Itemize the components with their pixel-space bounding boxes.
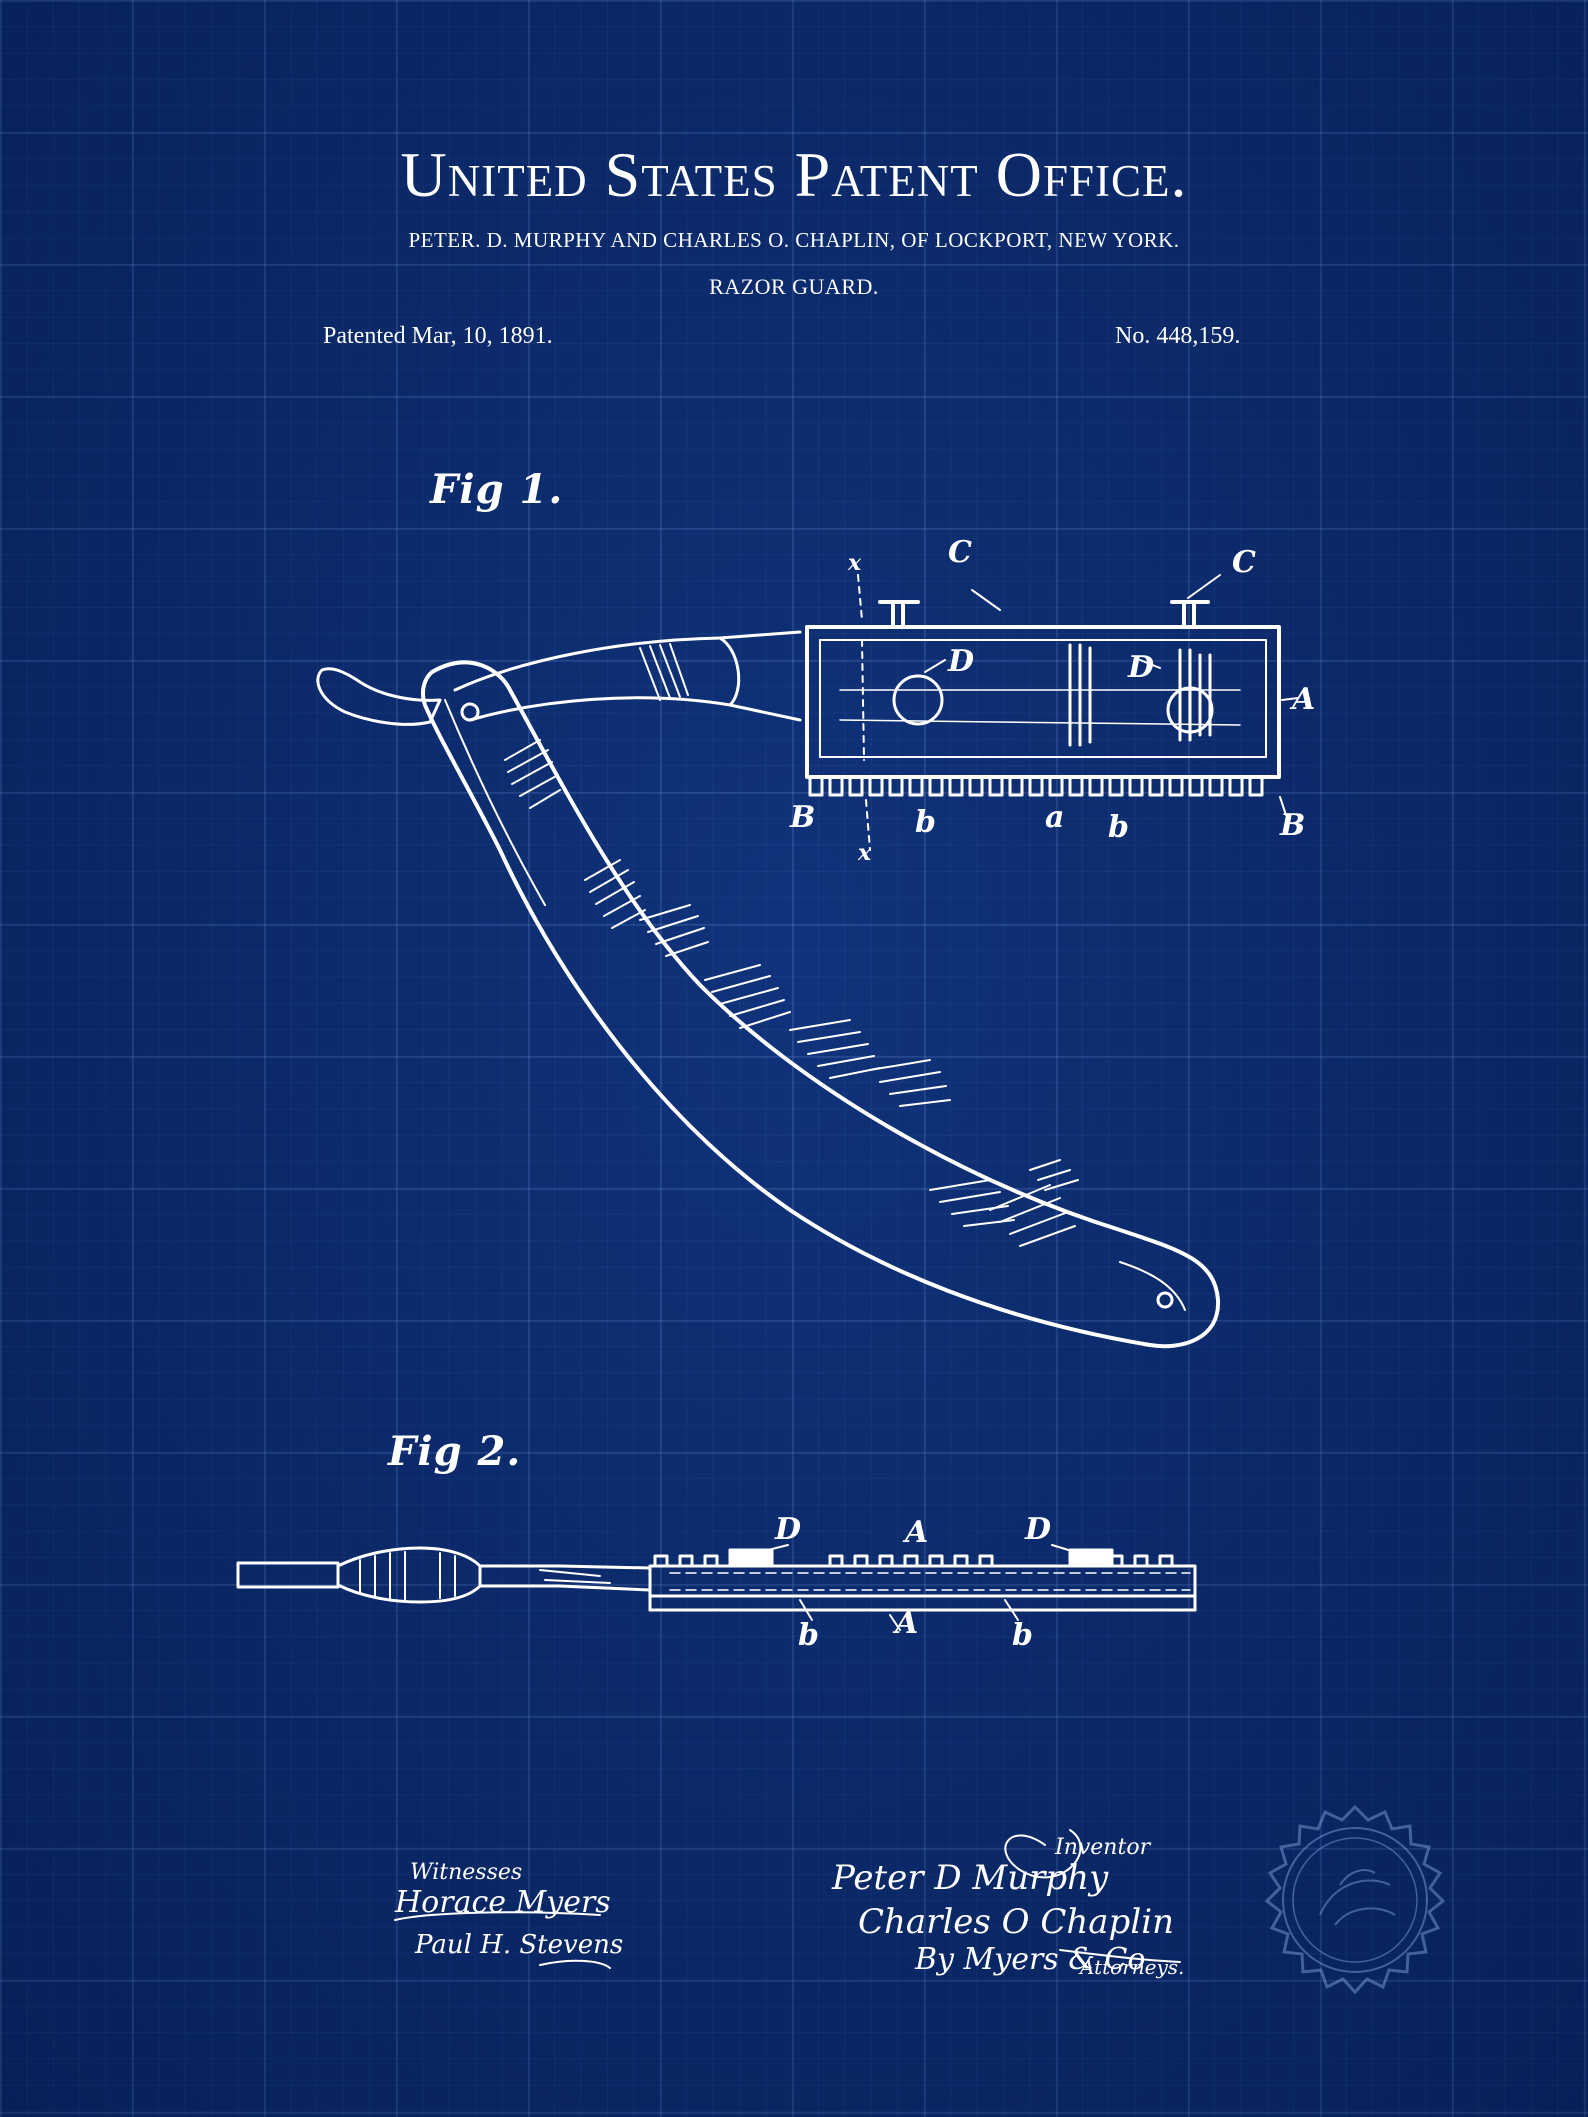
witness-signature-1: Horace Myers	[395, 1885, 611, 1920]
fig1-ref-b-small-left: b	[915, 805, 936, 840]
inventors-line: PETER. D. MURPHY AND CHARLES O. CHAPLIN,…	[408, 228, 1180, 252]
inventor-label: Inventor	[1055, 1835, 1151, 1860]
fig2-ref-b-right: b	[1012, 1618, 1033, 1653]
fig2-ref-d-right: D	[1025, 1512, 1052, 1547]
fig1-ref-b-left: B	[790, 800, 816, 835]
fig1-razor-drawing	[316, 574, 1299, 1349]
fig2-label: Fig 2.	[388, 1428, 522, 1475]
fig2-ref-a-top: A	[905, 1515, 929, 1550]
patent-date: Patented Mar, 10, 1891.	[323, 323, 553, 349]
patent-number: No. 448,159.	[1115, 323, 1241, 349]
attorneys-label: Attorneys.	[1080, 1955, 1185, 1979]
fig1-ref-a-upper: A	[1292, 682, 1316, 717]
fig1-ref-a-small: a	[1045, 800, 1065, 835]
fig1-ref-x-top: x	[848, 550, 862, 576]
fig1-ref-c-right: C	[1232, 545, 1256, 580]
fig1-ref-b-right: B	[1280, 808, 1306, 843]
fig1-ref-d-right: D	[1128, 650, 1155, 685]
fig2-ref-b-left: b	[798, 1618, 819, 1653]
fig2-side-drawing	[236, 1544, 1197, 1631]
inventor-signature-2: Charles O Chaplin	[858, 1902, 1174, 1942]
fig1-ref-b-small-right: b	[1108, 810, 1129, 845]
witness-signature-2: Paul H. Stevens	[415, 1930, 624, 1960]
fig2-ref-d-left: D	[775, 1512, 802, 1547]
inventor-signature-1: Peter D Murphy	[832, 1858, 1109, 1898]
attorney-signature: By Myers & Co	[915, 1942, 1146, 1977]
fig1-ref-d-left: D	[948, 644, 975, 679]
fig1-ref-x-bottom: x	[858, 840, 872, 866]
signature-flourishes	[394, 1829, 1181, 1969]
fig1-label: Fig 1.	[430, 466, 564, 513]
fig1-ref-c-left: C	[948, 535, 972, 570]
witnesses-label: Witnesses	[410, 1860, 523, 1885]
patent-office-title: United States Patent Office.	[400, 139, 1188, 210]
patent-seal-icon	[1264, 1804, 1446, 1995]
fig2-ref-a-bottom: A	[895, 1606, 919, 1641]
invention-title: RAZOR GUARD.	[709, 274, 879, 299]
